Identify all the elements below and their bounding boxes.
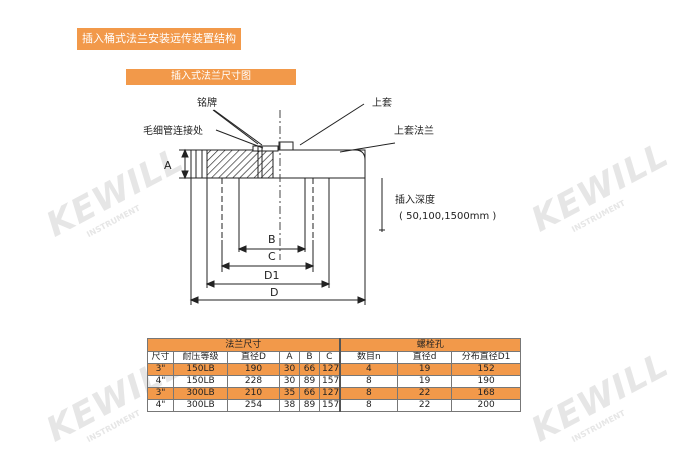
cell-d1: 190 <box>451 375 522 388</box>
cell-c: 127 <box>318 363 341 376</box>
cell-size: 4" <box>147 399 174 412</box>
table-header-row: 尺寸 耐压等级 直径D A B C 数目n 直径d 分布直径D1 <box>147 351 522 364</box>
cell-size: 4" <box>147 375 174 388</box>
cell-b: 66 <box>299 387 320 400</box>
cell-hole-d: 22 <box>397 387 453 400</box>
flange-spec-table: 法兰尺寸 螺栓孔 尺寸 耐压等级 直径D A B C 数目n 直径d 分布直径D… <box>146 338 522 412</box>
col-header: C <box>318 351 341 364</box>
cell-a: 30 <box>279 375 300 388</box>
col-header: 耐压等级 <box>173 351 228 364</box>
cell-n: 8 <box>338 387 399 400</box>
cell-d1: 152 <box>451 363 522 376</box>
cell-hole-d: 19 <box>397 375 453 388</box>
cell-b: 66 <box>299 363 320 376</box>
diagram-title: 插入式法兰尺寸图 <box>126 69 296 85</box>
cell-d1: 168 <box>451 387 522 400</box>
flange-body <box>190 110 366 260</box>
col-header: 直径d <box>397 351 453 364</box>
col-header: 数目n <box>338 351 399 364</box>
cell-a: 30 <box>279 363 300 376</box>
cell-n: 8 <box>338 375 399 388</box>
col-header: 分布直径D1 <box>451 351 522 364</box>
table-group-header-row: 法兰尺寸 螺栓孔 <box>146 338 522 352</box>
table-row: 3" 150LB 190 30 66 127 4 19 152 <box>147 363 522 376</box>
group-header-flange: 法兰尺寸 <box>146 338 341 352</box>
label-nameplate: 铭牌 <box>197 96 217 109</box>
cell-d: 210 <box>227 387 280 400</box>
col-header: B <box>299 351 320 364</box>
cell-c: 157 <box>318 375 341 388</box>
label-dim-d1: D1 <box>264 269 279 282</box>
cell-hole-d: 19 <box>397 363 453 376</box>
table-row: 3" 300LB 210 35 66 127 8 22 168 <box>147 387 522 400</box>
table-row: 4" 300LB 254 38 89 157 8 22 200 <box>147 399 522 412</box>
cell-d: 254 <box>227 399 280 412</box>
label-upper-flange: 上套法兰 <box>394 124 434 137</box>
cell-n: 8 <box>338 399 399 412</box>
cell-c: 127 <box>318 387 341 400</box>
cell-rating: 300LB <box>173 399 228 412</box>
dim-a-lines <box>179 148 191 180</box>
col-header: 直径D <box>227 351 280 364</box>
cell-d: 190 <box>227 363 280 376</box>
group-header-bolt: 螺栓孔 <box>338 338 522 352</box>
col-header: 尺寸 <box>147 351 174 364</box>
cell-b: 89 <box>299 375 320 388</box>
cell-d1: 200 <box>451 399 522 412</box>
cell-a: 38 <box>279 399 300 412</box>
leader-lines <box>212 103 396 232</box>
cell-c: 157 <box>318 399 341 412</box>
page-title: 插入桶式法兰安装远传装置结构 <box>77 28 241 50</box>
label-dim-b: B <box>268 233 276 246</box>
cell-n: 4 <box>338 363 399 376</box>
label-insert-depth: 插入深度 <box>395 193 435 206</box>
cell-rating: 300LB <box>173 387 228 400</box>
cell-rating: 150LB <box>173 363 228 376</box>
dim-horizontal-lines <box>189 178 367 305</box>
label-dim-c: C <box>268 250 276 263</box>
cell-hole-d: 22 <box>397 399 453 412</box>
label-capillary: 毛细管连接处 <box>143 124 203 137</box>
label-upper-cover: 上套 <box>372 96 392 109</box>
cell-rating: 150LB <box>173 375 228 388</box>
cell-d: 228 <box>227 375 280 388</box>
label-dim-a: A <box>164 159 172 172</box>
cell-size: 3" <box>147 363 174 376</box>
cell-a: 35 <box>279 387 300 400</box>
cell-size: 3" <box>147 387 174 400</box>
label-insert-depth-values: ( 50,100,1500mm ) <box>399 211 496 222</box>
label-dim-d: D <box>270 286 278 299</box>
cell-b: 89 <box>299 399 320 412</box>
table-row: 4" 150LB 228 30 89 157 8 19 190 <box>147 375 522 388</box>
col-header: A <box>279 351 300 364</box>
flange-drawing: 铭牌 毛细管连接处 上套 上套法兰 A B C D1 D 插入深度 ( 50,1… <box>143 96 496 305</box>
